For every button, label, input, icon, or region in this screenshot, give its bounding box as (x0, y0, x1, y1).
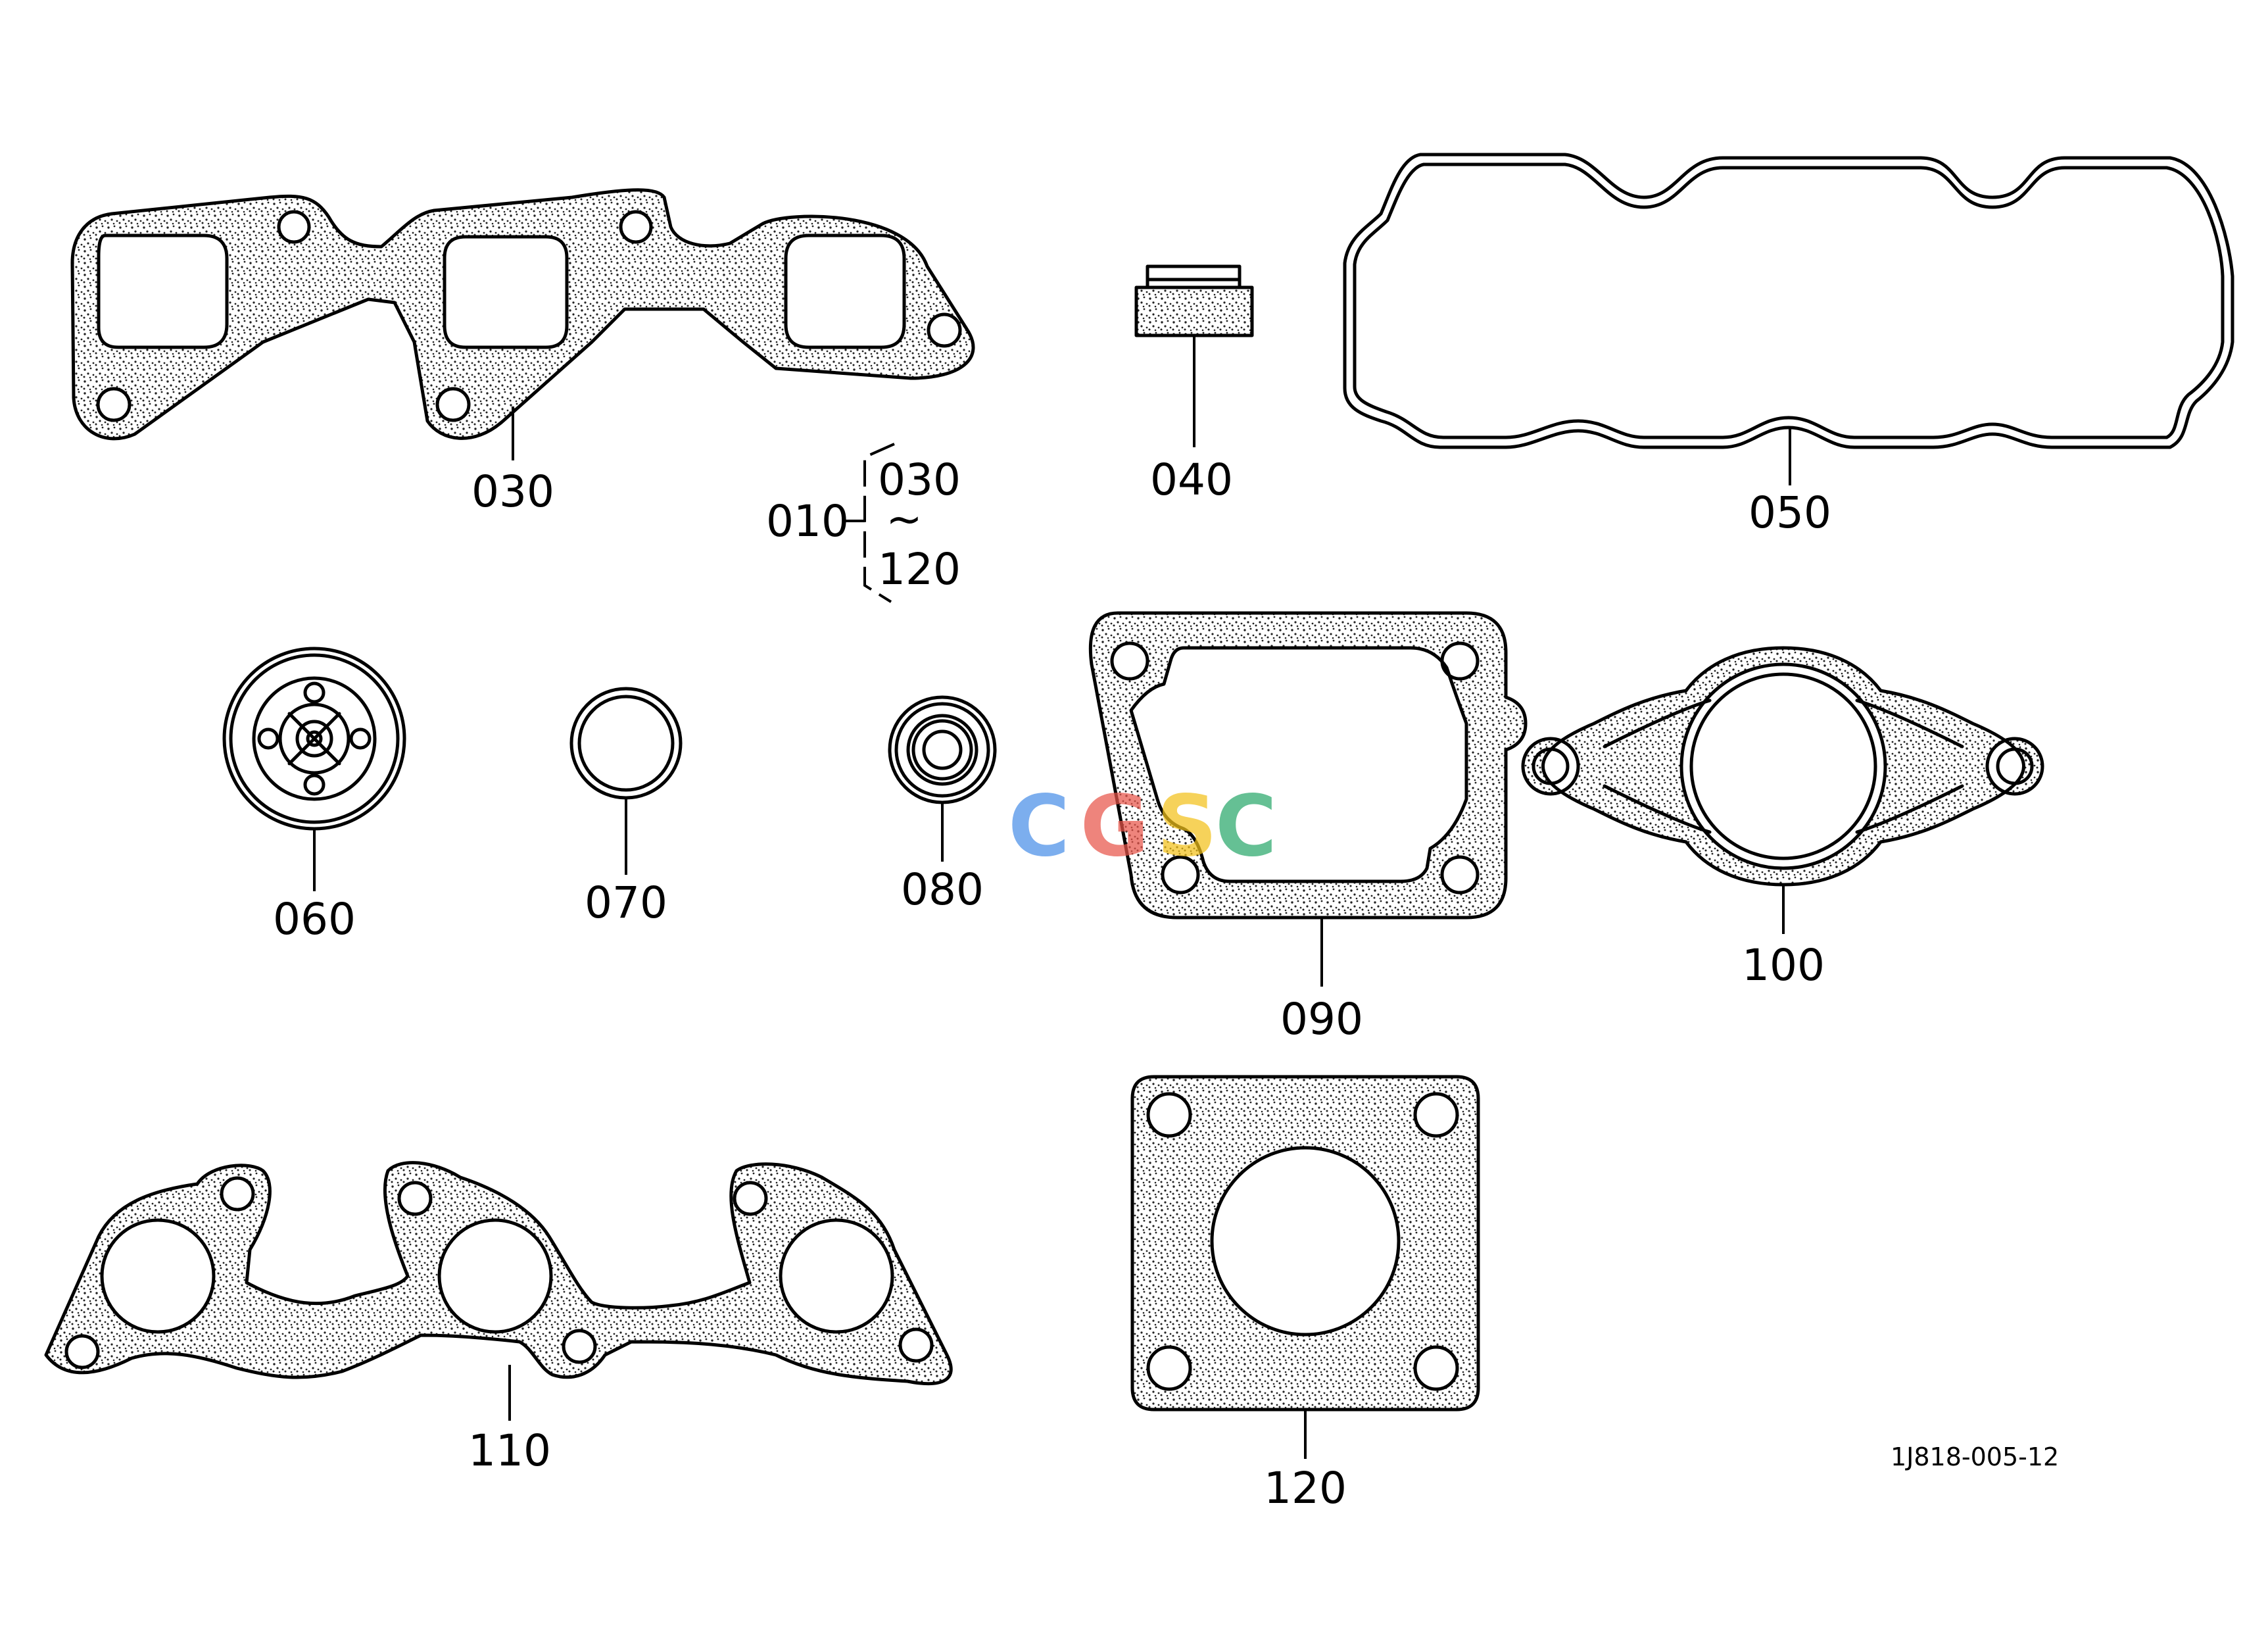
part-110-gasket: 110 (44, 1161, 953, 1476)
part-120-gasket: 120 (1130, 1075, 1480, 1513)
kit-010-bracket: 010 030 ~ 120 (766, 443, 961, 603)
watermark-letter-c1: C (1008, 777, 1070, 875)
label-range-end: 120 (878, 544, 961, 595)
label-range-sep: ~ (886, 494, 922, 545)
label-030: 030 (471, 466, 554, 517)
label-110: 110 (468, 1425, 551, 1476)
label-060: 060 (273, 894, 356, 945)
label-010: 010 (766, 496, 849, 547)
part-060-cap: 060 (222, 647, 406, 945)
part-090-gasket: 090 (1088, 611, 1528, 1045)
part-070-o-ring: 070 (569, 687, 683, 928)
label-080: 080 (901, 864, 984, 915)
part-100-gasket: 100 (1521, 646, 2044, 991)
part-040-seal: 040 (1134, 264, 1254, 505)
watermark-logo: C G S C (1008, 777, 1277, 875)
label-090: 090 (1280, 994, 1363, 1045)
part-050-gasket: 050 (1343, 153, 2234, 538)
label-050: 050 (1749, 487, 1831, 538)
label-070: 070 (585, 877, 667, 928)
part-030-gasket: 030 (70, 188, 975, 517)
watermark-letter-c2: C (1215, 777, 1277, 875)
watermark-letter-s: S (1157, 777, 1217, 875)
watermark-letter-g: G (1080, 777, 1149, 875)
part-080-seal: 080 (888, 695, 997, 915)
label-120: 120 (1264, 1463, 1347, 1513)
label-040: 040 (1150, 455, 1233, 505)
drawing-code: 1J818-005-12 (1891, 1442, 2059, 1471)
label-100: 100 (1742, 940, 1825, 991)
label-range-start: 030 (878, 455, 961, 505)
